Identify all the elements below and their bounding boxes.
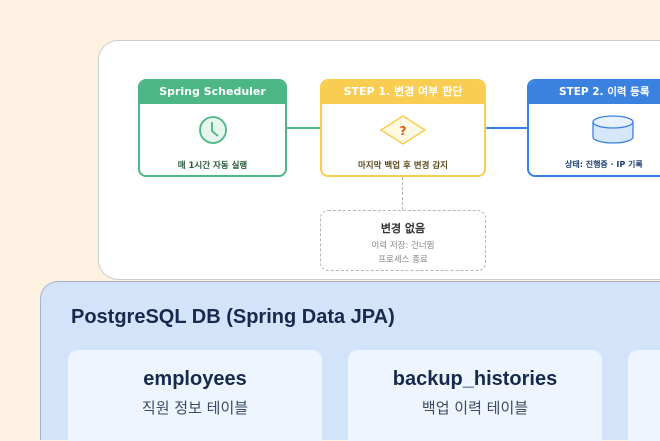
- connector-line: [486, 127, 528, 129]
- table-name: backup_histories: [392, 368, 558, 390]
- clock-icon: [140, 115, 285, 145]
- scheduler-box: Spring Scheduler 매 1시간 자동 실행: [138, 79, 287, 177]
- table-name: employees: [143, 368, 247, 390]
- step2-title: STEP 2. 이력 등록: [529, 81, 660, 104]
- dashed-connector: [402, 177, 403, 210]
- no-change-line2: 프로세스 종료: [378, 255, 428, 265]
- database-icon: [529, 115, 660, 145]
- scheduler-title: Spring Scheduler: [140, 81, 285, 104]
- svg-text:?: ?: [400, 124, 407, 138]
- no-change-title: 변경 없음: [380, 222, 426, 235]
- step2-box: STEP 2. 이력 등록 상태: 진행중 · IP 기록: [527, 79, 660, 177]
- connector-line: [287, 127, 321, 129]
- db-panel: PostgreSQL DB (Spring Data JPA) employee…: [40, 281, 660, 441]
- step1-label: 마지막 백업 후 변경 감지: [357, 161, 449, 171]
- db-title: PostgreSQL DB (Spring Data JPA): [71, 306, 395, 328]
- table-desc: 백업 이력 테이블: [421, 399, 529, 417]
- no-change-line1: 이력 저장: 건너뜀: [371, 241, 435, 251]
- step1-title: STEP 1. 변경 여부 판단: [322, 81, 484, 104]
- scheduler-label: 매 1시간 자동 실행: [177, 161, 248, 171]
- no-change-box: 변경 없음 이력 저장: 건너뜀 프로세스 종료: [320, 210, 486, 271]
- step2-label: 상태: 진행중 · IP 기록: [565, 160, 643, 169]
- table-card-employees: employees 직원 정보 테이블: [68, 350, 322, 441]
- question-diamond-icon: ?: [322, 115, 484, 145]
- table-card-backup-histories: backup_histories 백업 이력 테이블: [348, 350, 602, 441]
- step1-box: STEP 1. 변경 여부 판단 ? 마지막 백업 후 변경 감지: [320, 79, 486, 177]
- table-desc: 직원 정보 테이블: [141, 399, 249, 417]
- table-card-partial: [628, 350, 660, 441]
